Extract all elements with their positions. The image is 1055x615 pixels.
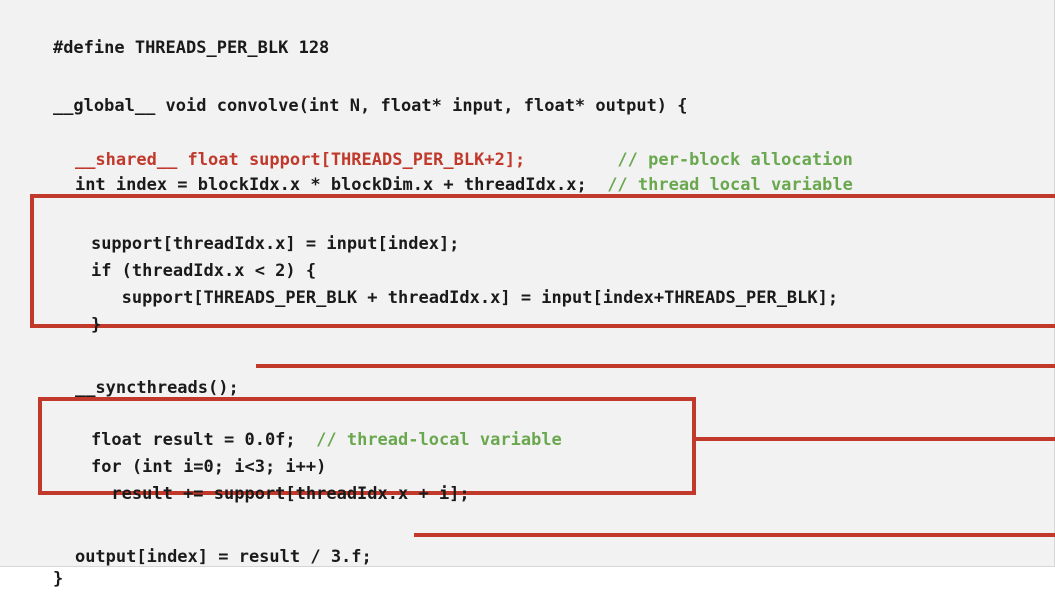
kernel-signature: __global__ void convolve(int N, float* i… — [52, 96, 688, 116]
padding — [587, 175, 607, 195]
for-statement: for (int i=0; i<3; i++) — [90, 457, 327, 477]
syncthreads-connector-line — [256, 364, 1055, 368]
code-line-index-decl: int index = blockIdx.x * blockDim.x + th… — [34, 149, 853, 221]
syncthreads-call: __syncthreads(); — [74, 378, 239, 398]
output-connector-line — [414, 533, 1055, 537]
accumulate-statement: result += support[threadIdx.x + i]; — [90, 484, 470, 504]
kernel-closing-brace: } — [52, 569, 64, 589]
code-line-halo-load: support[THREADS_PER_BLK + threadIdx.x] =… — [50, 262, 838, 334]
code-line-syncthreads: __syncthreads(); — [34, 352, 239, 424]
code-line-for: for (int i=0; i<3; i++) — [50, 431, 326, 503]
closing-brace: } — [90, 315, 102, 335]
support-load-statement: support[threadIdx.x] = input[index]; — [90, 234, 460, 254]
code-line-kernel-signature: __global__ void convolve(int N, float* i… — [12, 70, 688, 142]
output-statement: output[index] = result / 3.f; — [74, 547, 372, 567]
load-block-highlight — [30, 194, 1055, 328]
comment-thread-local-variable: // thread-local variable — [316, 430, 562, 450]
halo-load-statement: support[THREADS_PER_BLK + threadIdx.x] =… — [90, 288, 839, 308]
if-statement: if (threadIdx.x < 2) { — [90, 261, 317, 281]
code-line-if-close: } — [50, 289, 101, 361]
compute-block-highlight — [38, 397, 696, 495]
code-line-result-decl: float result = 0.0f; // thread-local var… — [50, 404, 562, 476]
index-declaration: int index = blockIdx.x * blockDim.x + th… — [74, 175, 587, 195]
code-line-kernel-close: } — [12, 543, 63, 615]
result-declaration: float result = 0.0f; — [90, 430, 296, 450]
code-line-if: if (threadIdx.x < 2) { — [50, 235, 316, 307]
code-line-output: output[index] = result / 3.f; — [34, 521, 372, 593]
comment-thread-local: // thread local variable — [607, 175, 853, 195]
define-directive: #define THREADS_PER_BLK 128 — [52, 38, 330, 58]
code-line-accumulate: result += support[threadIdx.x + i]; — [50, 458, 470, 530]
code-line-shared-decl: __shared__ float support[THREADS_PER_BLK… — [34, 124, 853, 196]
shared-declaration: __shared__ float support[THREADS_PER_BLK… — [74, 150, 526, 170]
code-panel: #define THREADS_PER_BLK 128 __global__ v… — [0, 0, 1055, 589]
code-line-support-load: support[threadIdx.x] = input[index]; — [50, 208, 459, 280]
comment-per-block: // per-block allocation — [617, 150, 853, 170]
code-line-define: #define THREADS_PER_BLK 128 — [12, 12, 329, 84]
compute-connector-line — [696, 437, 1055, 441]
